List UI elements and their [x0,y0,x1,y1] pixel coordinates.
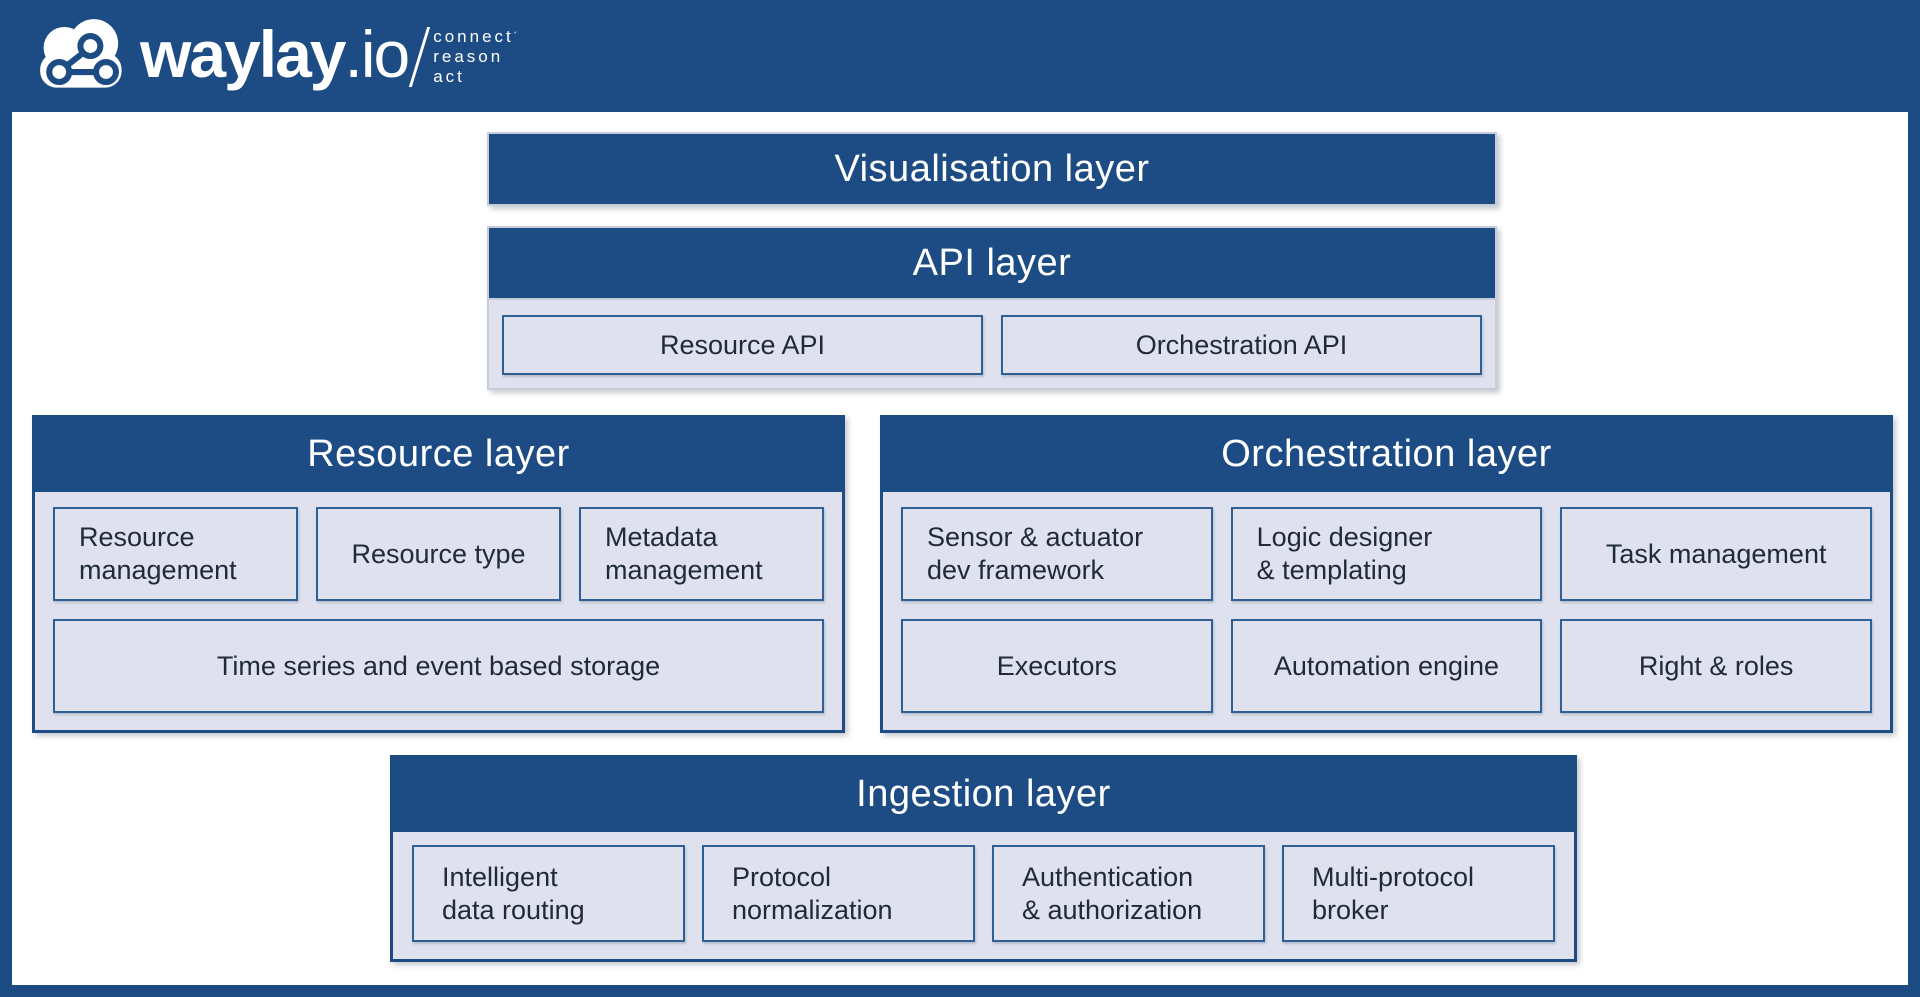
layer-resource-header: Resource layer [34,417,843,492]
tagline-connect: connect´ [433,27,518,46]
layer-ingestion-body: Intelligent data routing Protocol normal… [393,831,1574,942]
brand-logo: waylay.io connect´ reason act [28,13,517,99]
box-label: Orchestration API [1135,329,1348,360]
layer-visualisation-header: Visualisation layer [487,132,1497,206]
layer-api-body: Resource API Orchestration API [489,300,1495,375]
box-label: Resource API [659,329,826,360]
tagline-slash-icon [409,27,431,87]
layer-visualisation-title: Visualisation layer [834,147,1150,190]
brand-wordmark-name: waylay [140,17,346,91]
top-banner: waylay.io connect´ reason act [0,0,1920,112]
box-protocol-normalization: Protocol normalization [702,845,975,942]
diagram-panel: Visualisation layer API layer Resource A… [12,112,1908,985]
box-resource-type: Resource type [316,507,561,601]
trademark-mark: ´ [513,31,518,43]
box-task-management: Task management [1560,507,1872,601]
box-sensor-actuator-framework: Sensor & actuator dev framework [901,507,1213,601]
brand-wordmark: waylay.io [140,21,410,87]
layer-orchestration-header: Orchestration layer [882,417,1891,492]
layer-api-header: API layer [487,226,1497,300]
box-logic-designer-templating: Logic designer & templating [1230,507,1543,601]
layer-resource-body: Resource management Resource type Metada… [35,491,842,713]
tagline-reason: reason [433,47,504,66]
box-resource-management: Resource management [53,507,298,601]
layer-api: API layer Resource API Orchestration API [487,226,1497,390]
box-automation-engine: Automation engine [1230,619,1543,713]
brand-tagline: connect´ reason act [409,27,517,87]
layer-api-title: API layer [912,241,1072,284]
layer-orchestration-title: Orchestration layer [1221,433,1552,475]
box-authentication-authorization: Authentication & authorization [992,845,1265,942]
box-intelligent-data-routing: Intelligent data routing [412,845,685,942]
layer-resource-title: Resource layer [307,433,570,475]
layer-resource: Resource layer Resource management Resou… [32,415,845,733]
box-time-series-storage: Time series and event based storage [53,619,824,713]
layer-orchestration-body: Sensor & actuator dev framework Logic de… [883,491,1890,713]
cloud-network-icon [40,19,122,88]
box-resource-api: Resource API [502,315,983,375]
box-metadata-management: Metadata management [579,507,824,601]
brand-wordmark-tld: .io [344,17,411,91]
tagline-act: act [433,67,465,86]
layer-orchestration: Orchestration layer Sensor & actuator de… [880,415,1893,733]
layer-ingestion-header: Ingestion layer [392,757,1575,832]
layer-ingestion-title: Ingestion layer [856,773,1111,815]
tagline-words: connect´ reason act [433,27,517,87]
layer-ingestion: Ingestion layer Intelligent data routing… [390,755,1577,962]
box-executors: Executors [901,619,1213,713]
box-multi-protocol-broker: Multi-protocol broker [1282,845,1555,942]
box-right-roles: Right & roles [1560,619,1872,713]
box-orchestration-api: Orchestration API [1001,315,1482,375]
